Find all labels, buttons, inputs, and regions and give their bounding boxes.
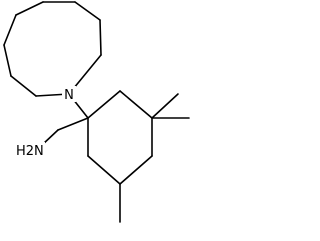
structure-diagram: N H2N	[3, 1, 190, 223]
ring-bond	[3, 44, 12, 77]
ring-nitrogen-label: N	[64, 88, 74, 103]
cyclohexane-ring	[87, 90, 153, 185]
ring-bond	[87, 155, 121, 185]
amine-label-bg	[15, 142, 45, 158]
ring-bond	[99, 19, 102, 56]
ring-bond	[15, 1, 44, 16]
ring-bond	[10, 75, 37, 97]
ring-bond	[74, 1, 101, 21]
ring-bond	[119, 90, 153, 119]
azocane-ring	[3, 1, 102, 97]
ch2-bond	[57, 117, 89, 131]
molecule-svg: N H2N	[3, 1, 190, 223]
ring-bond	[87, 90, 121, 119]
n-ring-label-bg	[62, 86, 76, 102]
ring-bond	[119, 155, 153, 185]
methyl-bond	[151, 93, 179, 119]
ring-bond	[3, 14, 17, 46]
amine-nitrogen-label: H2N	[16, 144, 44, 159]
